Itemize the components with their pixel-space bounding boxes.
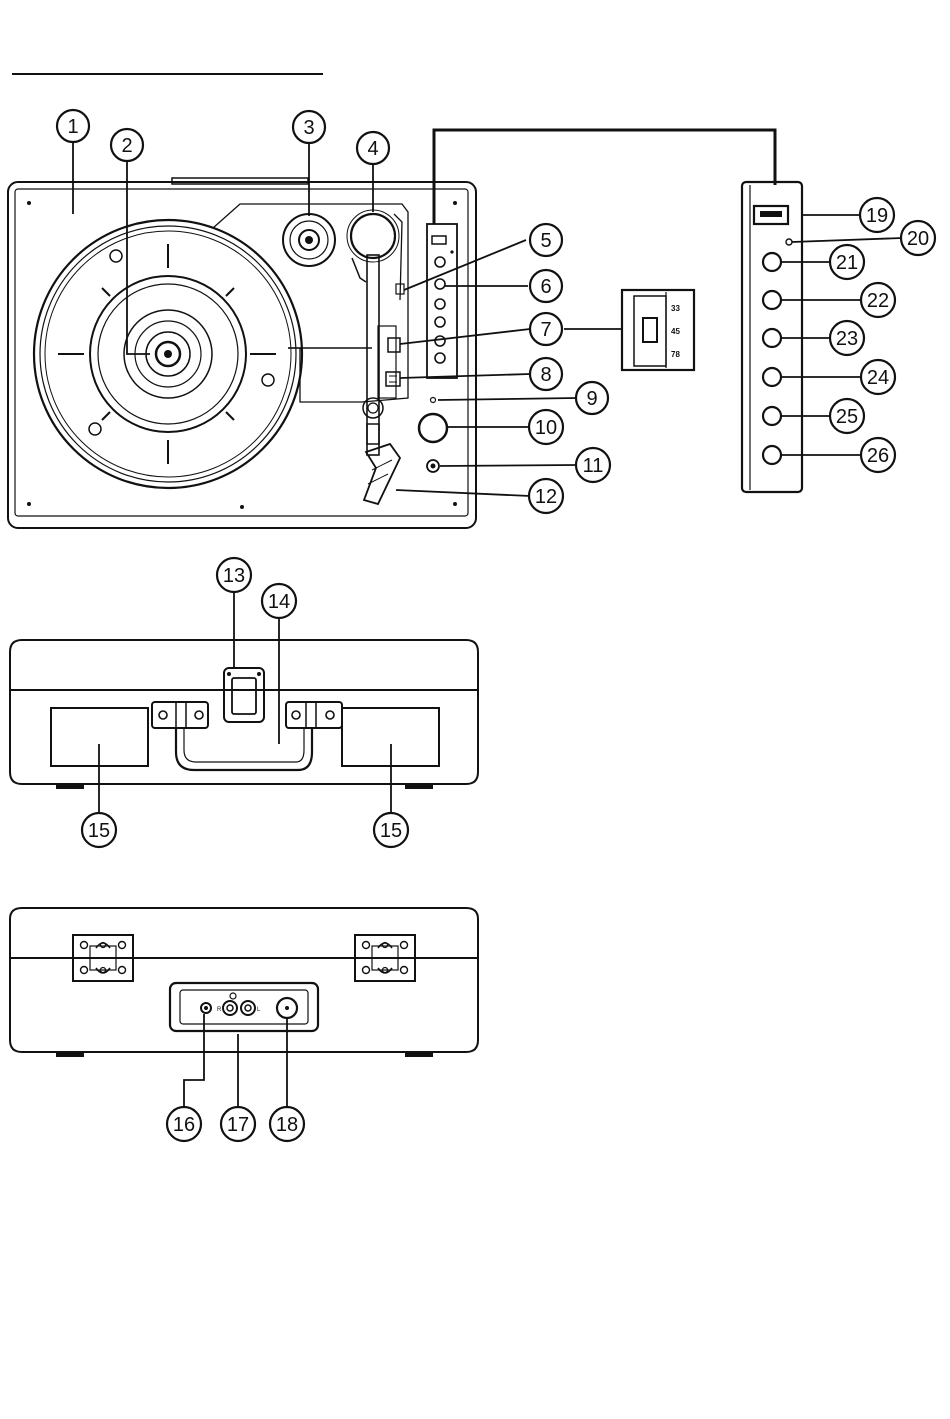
- svg-text:8: 8: [540, 364, 551, 386]
- callout-11: 11: [576, 448, 610, 482]
- callout-15-left: 15: [82, 813, 116, 847]
- callout-20: 20: [901, 221, 935, 255]
- speed-78: 78: [671, 350, 680, 359]
- speed-33: 33: [671, 304, 680, 313]
- callout-10: 10: [529, 410, 563, 444]
- svg-text:6: 6: [540, 276, 551, 298]
- callout-14: 14: [262, 584, 296, 618]
- svg-text:15: 15: [380, 820, 402, 842]
- callout-22: 22: [861, 283, 895, 317]
- volume-knob: [419, 414, 447, 442]
- callout-1: 1: [57, 110, 89, 142]
- svg-text:25: 25: [836, 406, 858, 428]
- panel-connector-line: [434, 130, 775, 224]
- svg-text:21: 21: [836, 252, 858, 274]
- callout-7: 7: [530, 313, 562, 345]
- panel-detail: [742, 182, 802, 492]
- callout-2: 2: [111, 129, 143, 161]
- callout-3: 3: [293, 111, 325, 143]
- callout-9: 9: [576, 382, 608, 414]
- rca-right: [223, 1001, 237, 1015]
- svg-text:24: 24: [867, 367, 889, 389]
- callout-5: 5: [530, 224, 562, 256]
- callout-16: 16: [167, 1107, 201, 1141]
- svg-text:5: 5: [540, 230, 551, 252]
- svg-text:4: 4: [367, 138, 378, 160]
- callout-8: 8: [530, 358, 562, 390]
- svg-text:26: 26: [867, 445, 889, 467]
- svg-text:9: 9: [586, 388, 597, 410]
- tonearm-lift-lever: [388, 338, 400, 352]
- callout-25: 25: [830, 399, 864, 433]
- callout-15-right: 15: [374, 813, 408, 847]
- svg-text:13: 13: [223, 565, 245, 587]
- rca-left: [241, 1001, 255, 1015]
- svg-text:1: 1: [67, 116, 78, 138]
- svg-text:22: 22: [867, 290, 889, 312]
- svg-text:20: 20: [907, 228, 929, 250]
- callout-18: 18: [270, 1107, 304, 1141]
- svg-text:12: 12: [535, 486, 557, 508]
- callout-26: 26: [861, 438, 895, 472]
- speed-45: 45: [671, 327, 680, 336]
- svg-text:19: 19: [866, 205, 888, 227]
- rca-right-label: R: [217, 1007, 222, 1013]
- rca-left-label: L: [257, 1007, 261, 1013]
- svg-text:15: 15: [88, 820, 110, 842]
- carry-handle: [176, 728, 312, 770]
- svg-text:18: 18: [276, 1114, 298, 1136]
- callout-19: 19: [860, 198, 894, 232]
- svg-text:10: 10: [535, 417, 557, 439]
- front-view: [10, 640, 478, 789]
- top-view: [8, 178, 476, 528]
- svg-text:2: 2: [121, 135, 132, 157]
- svg-text:17: 17: [227, 1114, 249, 1136]
- callout-21: 21: [830, 245, 864, 279]
- auto-stop-switch: [386, 372, 400, 386]
- svg-text:3: 3: [303, 117, 314, 139]
- rear-view: R L: [10, 908, 478, 1057]
- 45-adapter: [283, 214, 335, 266]
- svg-text:7: 7: [540, 319, 551, 341]
- tonearm: [347, 210, 402, 504]
- power-led: [431, 398, 436, 403]
- callout-6: 6: [530, 270, 562, 302]
- control-strip: [427, 224, 457, 378]
- callout-12: 12: [529, 479, 563, 513]
- speed-selector-detail: 33 45 78: [622, 290, 694, 370]
- callout-24: 24: [861, 360, 895, 394]
- svg-text:14: 14: [268, 591, 290, 613]
- cartridge: [364, 444, 400, 504]
- counterweight: [351, 214, 395, 258]
- platter: [34, 220, 302, 488]
- callout-13: 13: [217, 558, 251, 592]
- svg-text:11: 11: [583, 455, 604, 477]
- callout-4: 4: [357, 132, 389, 164]
- svg-text:16: 16: [173, 1114, 195, 1136]
- callout-17: 17: [221, 1107, 255, 1141]
- callout-23: 23: [830, 321, 864, 355]
- leader-lines: [73, 142, 902, 1108]
- svg-text:23: 23: [836, 328, 858, 350]
